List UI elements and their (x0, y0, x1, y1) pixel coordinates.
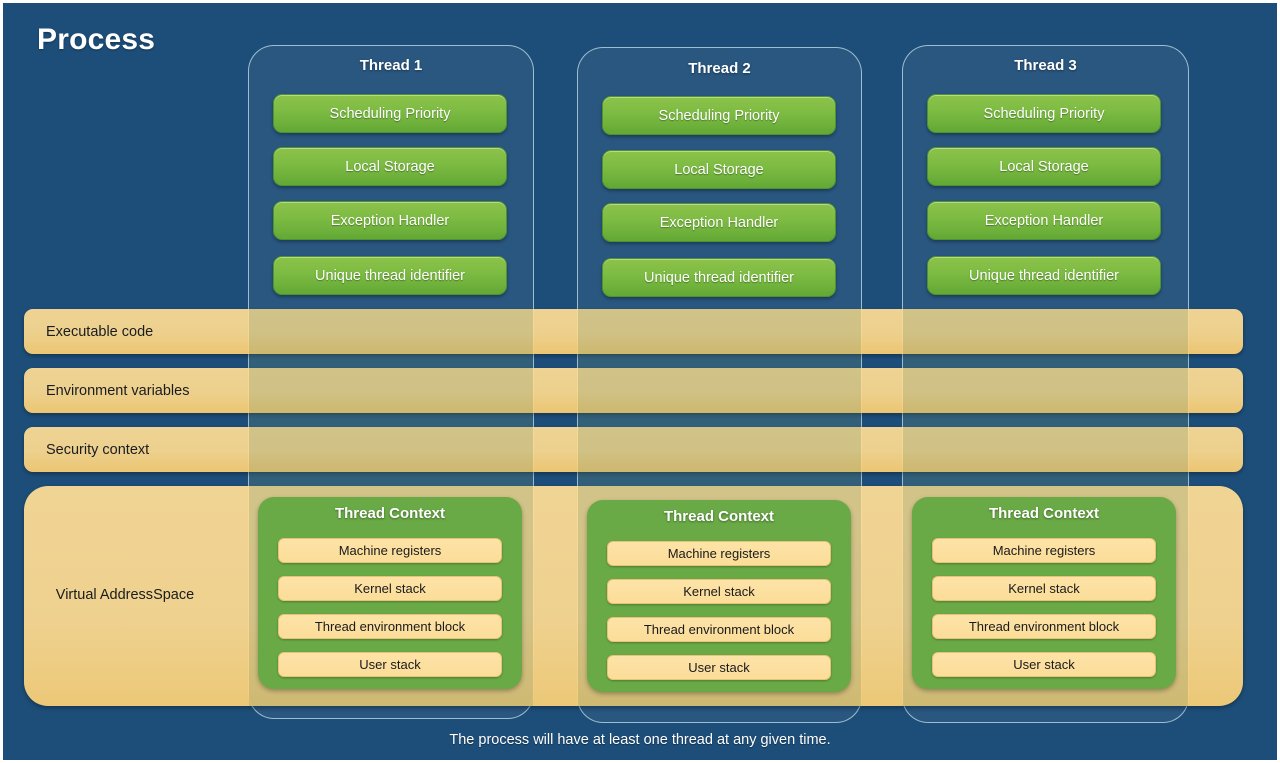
thread-3-context-item-kernel-stack[interactable]: Kernel stack (932, 576, 1156, 601)
diagram-caption: The process will have at least one threa… (449, 732, 831, 748)
thread-3-attribute-exception-handler[interactable]: Exception Handler (927, 201, 1161, 240)
thread-column-3-title: Thread 3 (1014, 57, 1077, 74)
thread-column-1-title: Thread 1 (359, 57, 423, 74)
thread-2-attribute-unique-thread-identifier[interactable]: Unique thread identifier (602, 258, 836, 297)
thread-1-attribute-exception-handler[interactable]: Exception Handler (273, 201, 507, 240)
process-bar-environment-variables[interactable]: Environment variables (24, 368, 1243, 413)
thread-3-attribute-local-storage[interactable]: Local Storage (927, 147, 1161, 186)
thread-2-context-item-thread-environment-block[interactable]: Thread environment block (607, 617, 831, 642)
thread-1-attribute-local-storage[interactable]: Local Storage (273, 147, 507, 186)
virtual-address-space-label-line2: Space (153, 587, 195, 604)
process-bar-security-context-label: Security context (46, 441, 150, 458)
thread-1-context-item-kernel-stack[interactable]: Kernel stack (278, 576, 502, 601)
thread-2-context-item-machine-registers[interactable]: Machine registers (607, 541, 831, 566)
thread-3-context-item-thread-environment-block[interactable]: Thread environment block (932, 614, 1156, 639)
thread-1-context-item-user-stack[interactable]: User stack (278, 652, 502, 677)
thread-1-context-title: Thread Context (334, 505, 445, 522)
thread-3-attribute-scheduling-priority[interactable]: Scheduling Priority (927, 94, 1161, 133)
process-bar-executable-code-label: Executable code (46, 323, 154, 340)
thread-column-2-title: Thread 2 (688, 60, 751, 77)
thread-2-attribute-exception-handler[interactable]: Exception Handler (602, 203, 836, 242)
thread-3-context-title: Thread Context (988, 505, 1099, 522)
thread-2-attribute-scheduling-priority[interactable]: Scheduling Priority (602, 96, 836, 135)
process-bar-executable-code[interactable]: Executable code (24, 309, 1243, 354)
thread-2-attribute-local-storage[interactable]: Local Storage (602, 150, 836, 189)
thread-3-attribute-unique-thread-identifier[interactable]: Unique thread identifier (927, 256, 1161, 295)
thread-3-context-item-user-stack[interactable]: User stack (932, 652, 1156, 677)
virtual-address-space-label: Virtual Address Space (50, 486, 200, 706)
thread-2-context-item-user-stack[interactable]: User stack (607, 655, 831, 680)
process-bar-security-context[interactable]: Security context (24, 427, 1243, 472)
thread-1-context-item-machine-registers[interactable]: Machine registers (278, 538, 502, 563)
process-bar-environment-variables-label: Environment variables (46, 382, 190, 399)
thread-2-context-title: Thread Context (663, 508, 774, 525)
thread-1-attribute-scheduling-priority[interactable]: Scheduling Priority (273, 94, 507, 133)
thread-1-attribute-unique-thread-identifier[interactable]: Unique thread identifier (273, 256, 507, 295)
virtual-address-space-label-line1: Virtual Address (55, 587, 154, 604)
thread-1-context-item-thread-environment-block[interactable]: Thread environment block (278, 614, 502, 639)
thread-3-context-item-machine-registers[interactable]: Machine registers (932, 538, 1156, 563)
page-title: Process (37, 23, 156, 56)
thread-2-context-item-kernel-stack[interactable]: Kernel stack (607, 579, 831, 604)
